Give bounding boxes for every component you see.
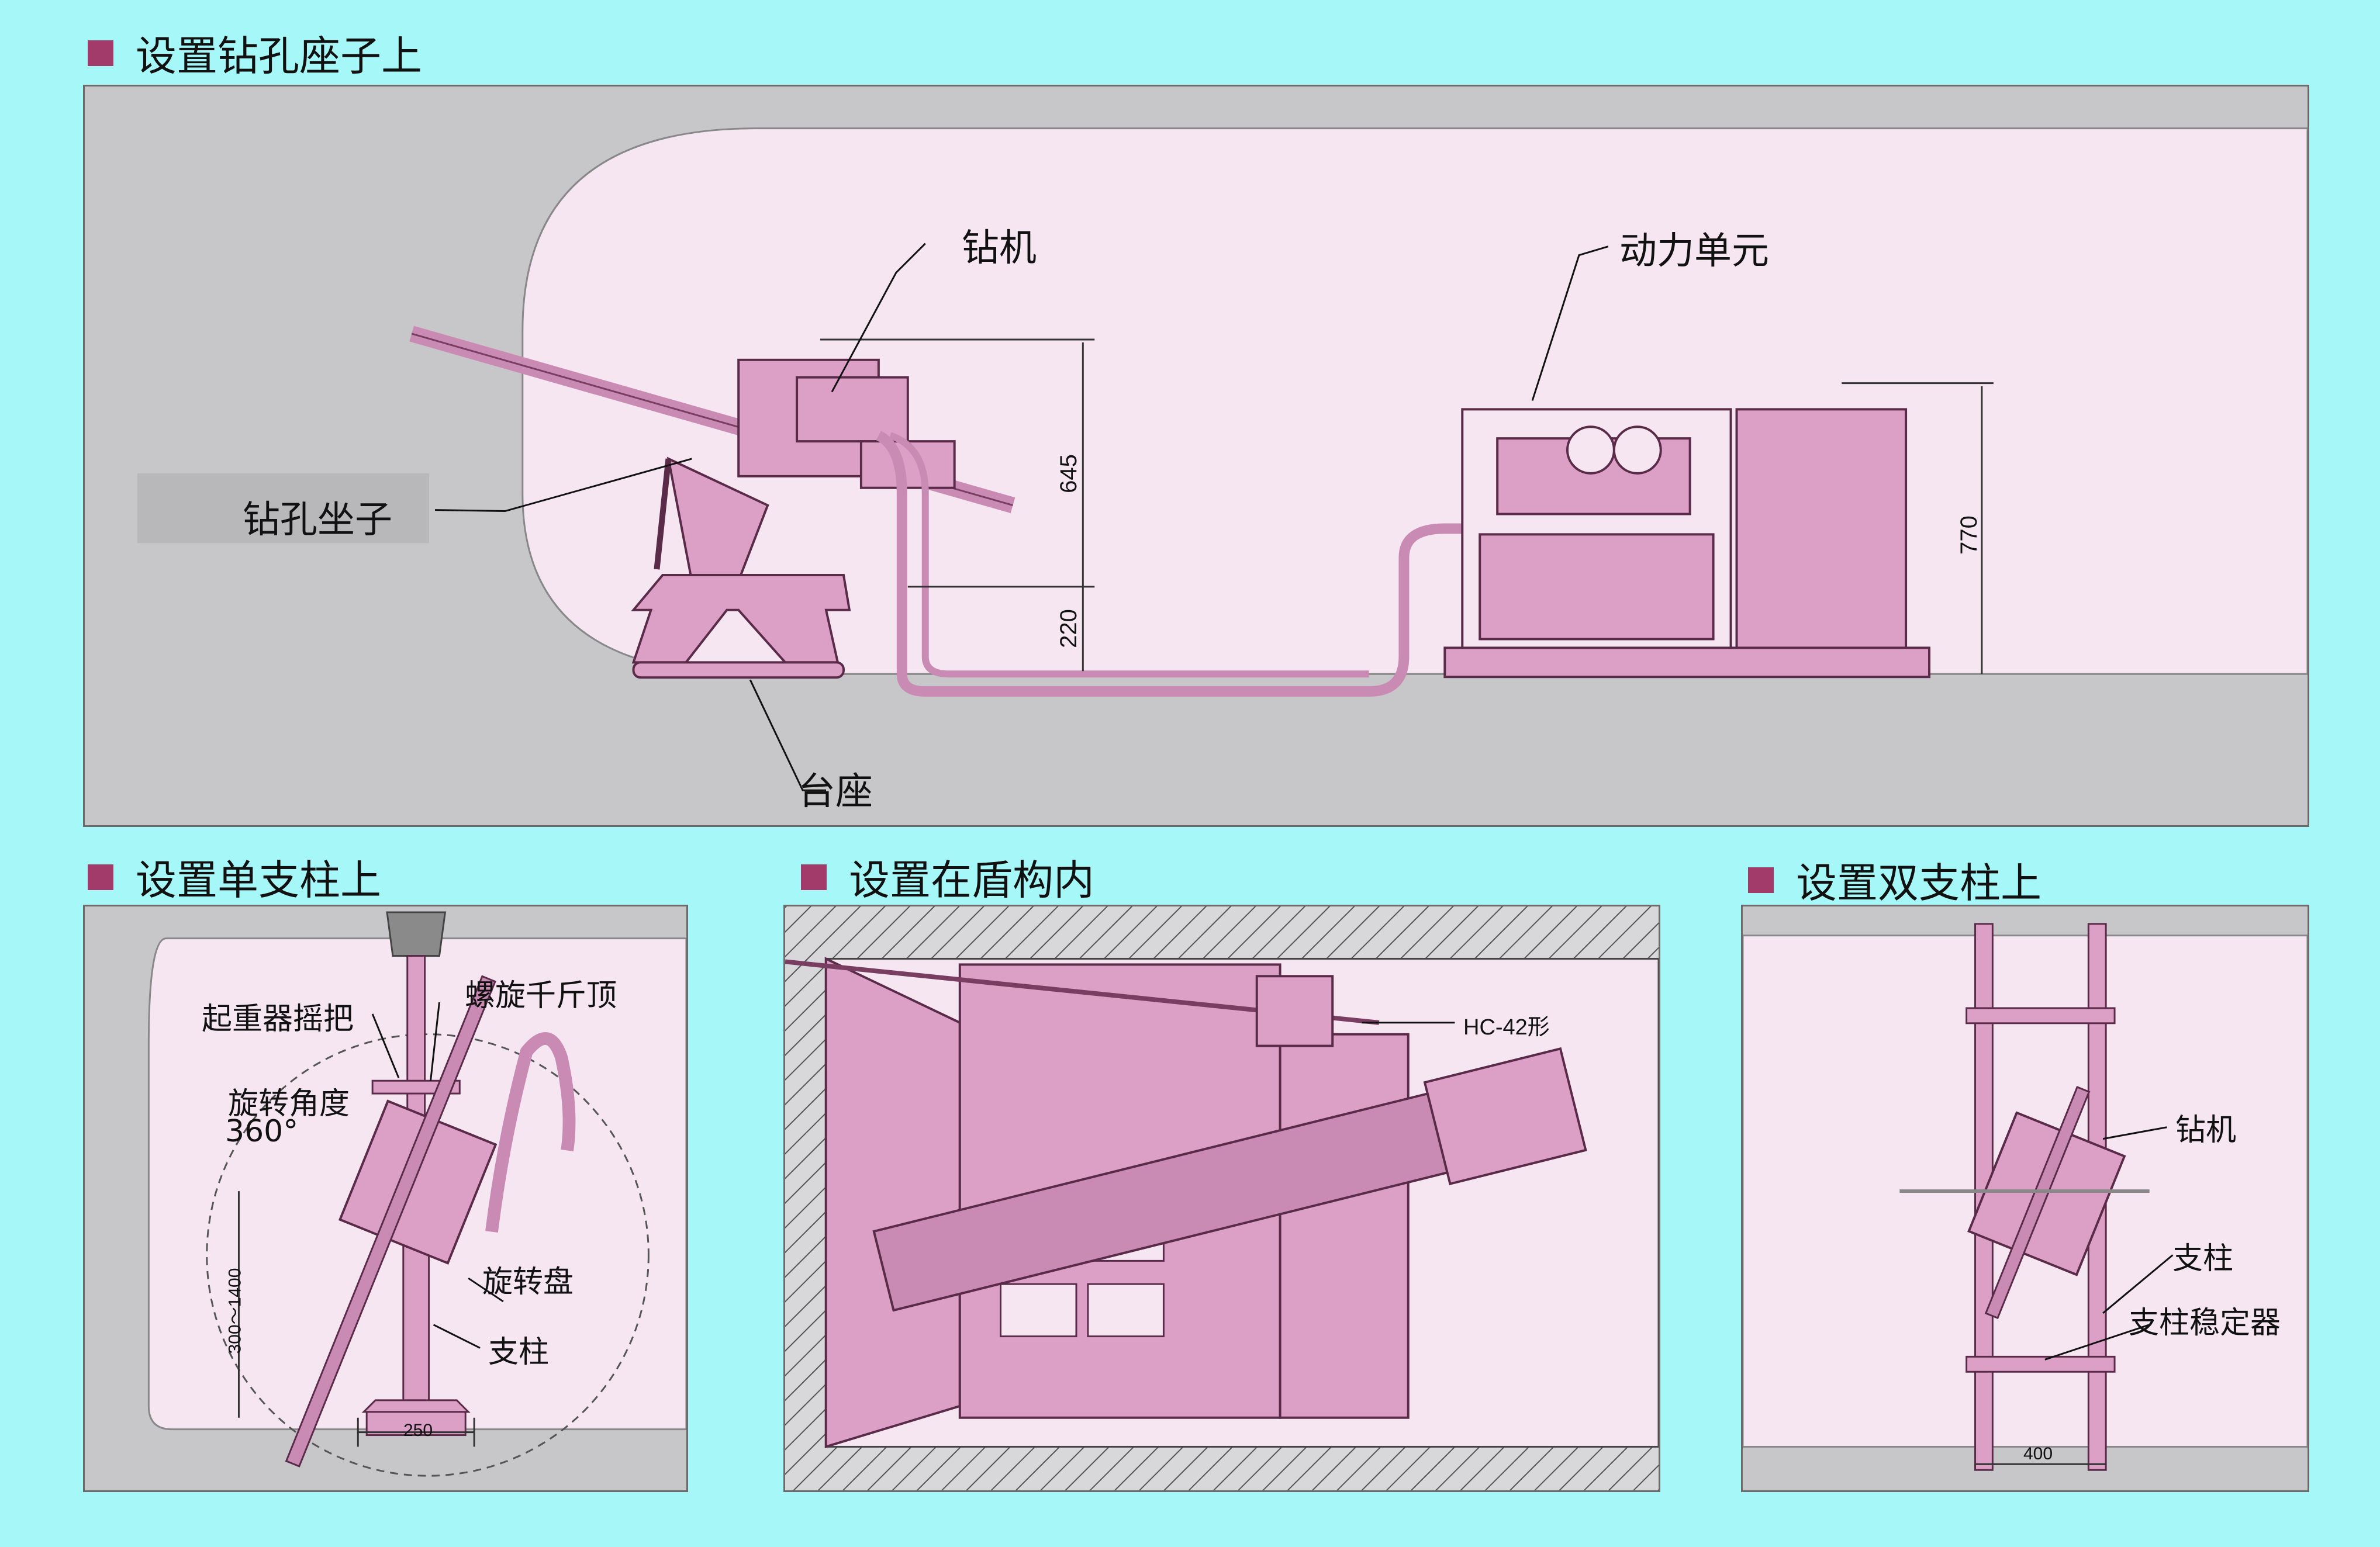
section-heading-single-column: 设置单支柱上 — [88, 847, 381, 906]
drill-seat-illustration — [137, 127, 2308, 791]
drill-seat-panel: 钻机 动力单元 钻孔坐子 台座 645 220 770 — [83, 85, 2309, 827]
dimension-250: 250 — [403, 1421, 433, 1440]
double-column-illustration — [1743, 923, 2308, 1471]
bullet-square-icon — [88, 864, 113, 890]
single-column-panel: 起重器摇把 螺旋千斤顶 旋转角度 360° 旋转盘 支柱 300～1400 25… — [83, 905, 688, 1492]
bullet-square-icon — [1748, 867, 1774, 893]
bullet-square-icon — [801, 864, 827, 890]
section-title: 设置在盾构内 — [849, 856, 1094, 904]
label-power-unit: 动力单元 — [1619, 230, 1769, 273]
section-heading-shield: 设置在盾构内 — [801, 847, 1094, 906]
label-crank: 起重器摇把 — [202, 1002, 354, 1037]
label-column: 支柱 — [2172, 1241, 2234, 1276]
dimension-height-range: 300～1400 — [225, 1268, 245, 1354]
shield-panel: HC-42形 — [783, 905, 1660, 1492]
single-column-illustration — [147, 911, 686, 1477]
label-model: HC-42形 — [1463, 1015, 1550, 1040]
section-title: 设置单支柱上 — [136, 856, 381, 904]
dimension-220: 220 — [1055, 609, 1082, 648]
shield-illustration — [785, 906, 1659, 1490]
label-screw-jack: 螺旋千斤顶 — [465, 978, 617, 1013]
section-heading-double-column: 设置双支柱上 — [1748, 850, 2042, 909]
label-base: 台座 — [798, 770, 873, 814]
label-column: 支柱 — [488, 1335, 550, 1370]
label-rotary-plate: 旋转盘 — [482, 1265, 574, 1300]
label-stabilizer: 支柱稳定器 — [2129, 1306, 2281, 1341]
dimension-400: 400 — [2023, 1444, 2053, 1463]
section-heading-top: 设置钻孔座子上 — [88, 23, 422, 82]
section-title: 设置双支柱上 — [1796, 859, 2042, 907]
label-drill-seat: 钻孔坐子 — [243, 499, 392, 542]
section-title: 设置钻孔座子上 — [136, 32, 422, 80]
label-rotation-value: 360° — [225, 1114, 299, 1149]
dimension-770: 770 — [1956, 515, 1982, 555]
dimension-645: 645 — [1055, 454, 1082, 493]
label-rotation-angle: 旋转角度 — [228, 1086, 350, 1122]
label-drill: 钻机 — [962, 227, 1037, 270]
label-drill: 钻机 — [2175, 1113, 2237, 1148]
double-column-panel: 钻机 支柱 支柱稳定器 400 — [1741, 905, 2309, 1492]
bullet-square-icon — [88, 40, 113, 66]
